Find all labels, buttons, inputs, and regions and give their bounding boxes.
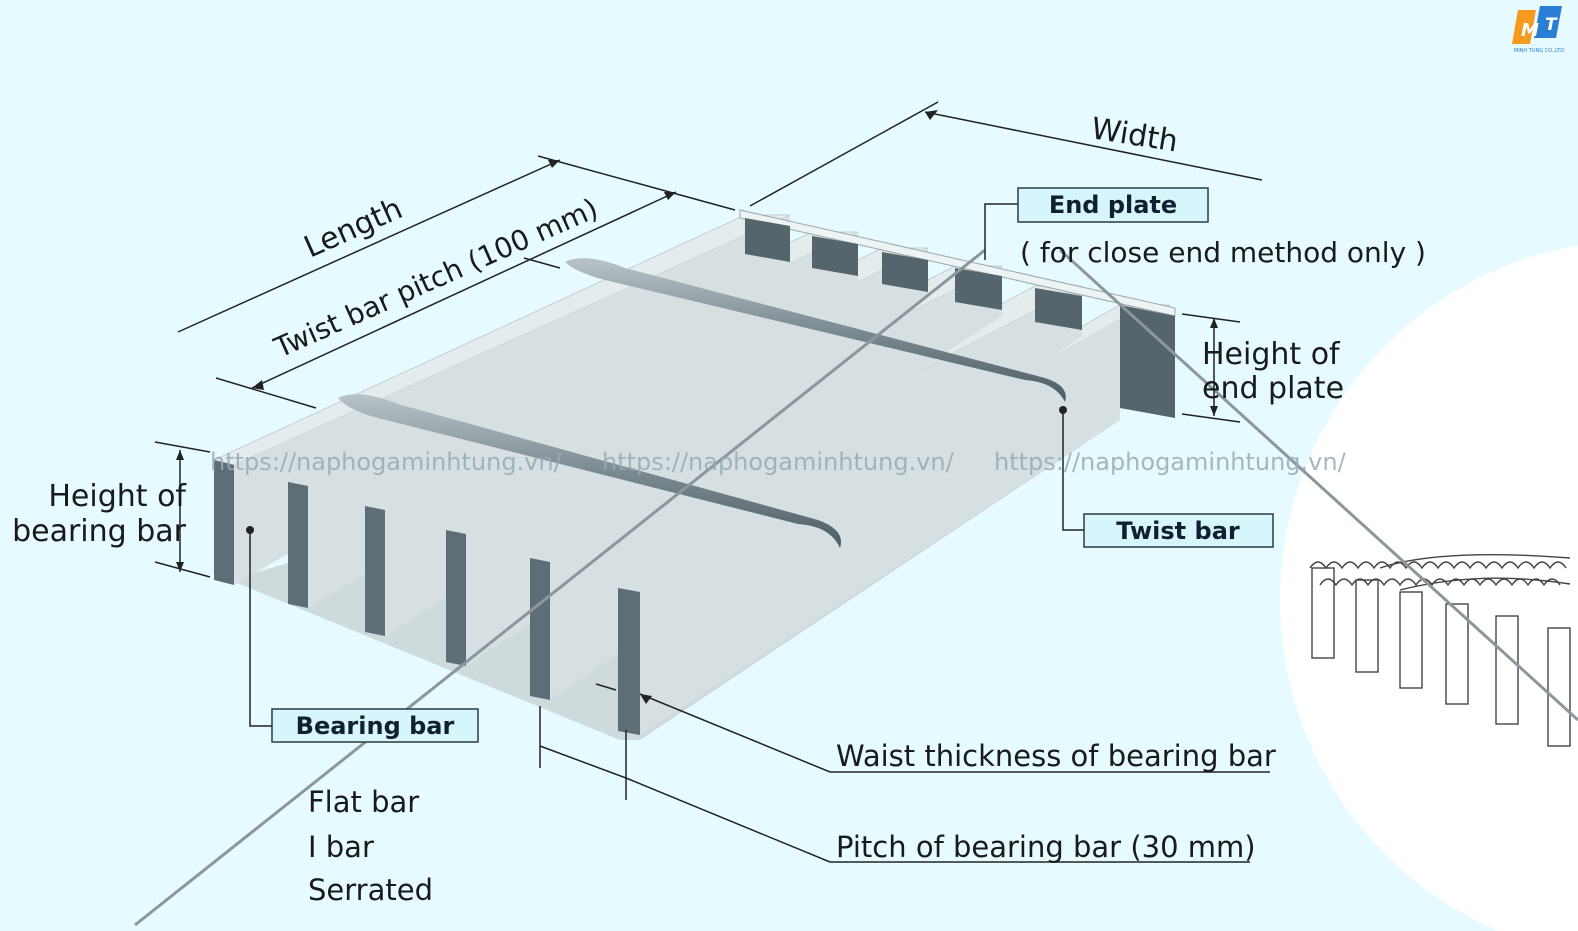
- grating-body: [212, 209, 1176, 740]
- dimension-lines: [154, 101, 1270, 863]
- pitch-bearing-bar-label: Pitch of bearing bar (30 mm): [836, 830, 1256, 864]
- twist-bar-label: Twist bar: [1116, 517, 1240, 545]
- watermark-text-2: https://naphogaminhtung.vn/: [602, 448, 955, 476]
- end-plate-label: End plate: [1049, 191, 1177, 219]
- svg-text:T: T: [1545, 15, 1558, 35]
- watermark-text-3: https://naphogaminhtung.vn/: [994, 448, 1347, 476]
- svg-text:M: M: [1521, 20, 1539, 41]
- height-end-plate-line2: end plate: [1202, 371, 1344, 406]
- guide-lines: [134, 248, 1578, 927]
- length-label: Length: [299, 191, 408, 265]
- serrated-inset-circle: [1280, 245, 1578, 931]
- waist-thickness-label: Waist thickness of bearing bar: [836, 739, 1276, 773]
- twist-bar-box: [1083, 513, 1274, 548]
- end-plate-box: [1017, 187, 1209, 223]
- twist-bars: [338, 258, 1066, 548]
- bar-type-flat: Flat bar: [308, 785, 419, 819]
- bar-type-i: I bar: [308, 830, 374, 864]
- svg-text:MINH TUNG CO.,LTD: MINH TUNG CO.,LTD: [1514, 48, 1564, 54]
- end-plate-note: ( for close end method only ): [1020, 236, 1426, 269]
- company-logo: M T MINH TUNG CO.,LTD: [1512, 6, 1564, 54]
- bearing-bar-label: Bearing bar: [296, 712, 455, 740]
- serrated-bar-sketch: [1309, 553, 1571, 747]
- height-end-plate-line1: Height of: [1202, 337, 1341, 372]
- height-bearing-bar-line1: Height of: [48, 479, 187, 514]
- bearing-bar-box: [271, 708, 479, 743]
- bar-type-serrated: Serrated: [308, 873, 433, 907]
- height-bearing-bar-line2: bearing bar: [12, 514, 187, 549]
- width-label: Width: [1089, 111, 1181, 159]
- dimension-markers: [176, 110, 1218, 704]
- watermark-text-1: https://naphogaminhtung.vn/: [210, 448, 563, 476]
